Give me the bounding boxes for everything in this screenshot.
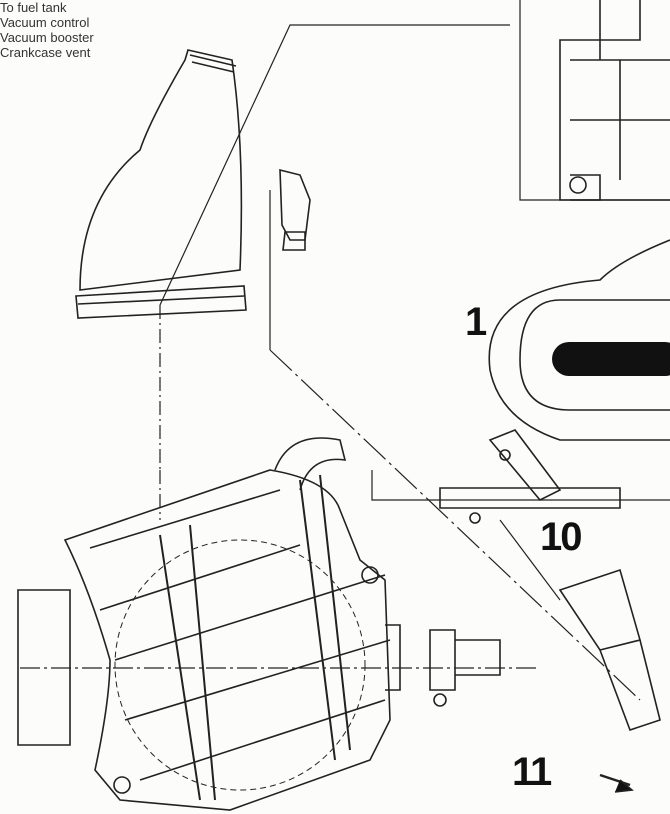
intake-elbow	[75, 49, 311, 319]
legend-item: Vacuum booster	[0, 30, 94, 45]
legend-item: Vacuum control	[0, 15, 90, 30]
callout-part-11: 11	[512, 750, 552, 794]
fuel-line	[439, 429, 621, 524]
legend-item: To fuel tank	[0, 0, 67, 15]
callout-part-10: 10	[540, 515, 582, 559]
legend-item: Crankcase vent	[0, 45, 91, 60]
hose-legend: To fuel tank Vacuum control Vacuum boost…	[0, 0, 94, 60]
intake-manifold	[488, 0, 670, 441]
t-connector	[558, 568, 661, 793]
callout-part-1: 1	[465, 300, 487, 344]
air-flow-meter	[17, 437, 501, 811]
